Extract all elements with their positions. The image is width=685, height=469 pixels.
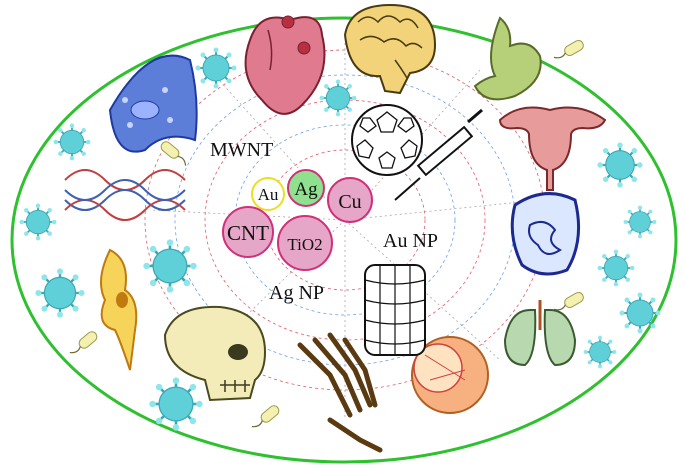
virus-icon bbox=[582, 334, 618, 370]
virus-icon bbox=[52, 122, 92, 162]
virus-icon bbox=[148, 376, 204, 432]
bacterium-icon bbox=[551, 38, 586, 64]
dna-icon bbox=[64, 169, 186, 221]
syringe-icon bbox=[394, 108, 483, 201]
virus-icon bbox=[34, 267, 86, 319]
ag-particle: Ag bbox=[287, 169, 325, 207]
intestine-icon bbox=[510, 192, 581, 276]
virus-icon bbox=[596, 141, 644, 189]
heart-icon bbox=[244, 15, 326, 115]
cell-icon bbox=[108, 54, 198, 153]
cnt-label: CNT bbox=[227, 221, 269, 245]
virus-icon bbox=[142, 238, 198, 294]
virus-icon bbox=[618, 291, 662, 335]
fullerene-icon bbox=[351, 104, 423, 176]
cu-label: Cu bbox=[338, 191, 361, 213]
hand-skeleton-icon bbox=[297, 332, 383, 453]
virus-icon bbox=[318, 78, 358, 118]
eye-icon bbox=[411, 336, 489, 414]
ag-np-label: Ag NP bbox=[269, 282, 324, 304]
cu-particle: Cu bbox=[327, 177, 373, 223]
tio2-particle: TiO2 bbox=[277, 215, 333, 271]
au-label: Au bbox=[258, 185, 279, 204]
ag-label: Ag bbox=[294, 179, 318, 200]
virus-icon bbox=[596, 248, 636, 288]
skull-icon bbox=[163, 305, 267, 402]
cnt-particle: CNT bbox=[222, 206, 274, 258]
au-particle: Au bbox=[251, 177, 285, 211]
uterus-icon bbox=[498, 106, 607, 191]
neuron-icon bbox=[100, 248, 138, 371]
mwnt-label: MWNT bbox=[210, 139, 273, 161]
nanotube-icon bbox=[364, 264, 426, 356]
virus-icon bbox=[194, 46, 238, 90]
virus-icon bbox=[622, 204, 658, 240]
tio2-label: TiO2 bbox=[287, 235, 322, 254]
virus-icon bbox=[18, 202, 58, 242]
brain-icon bbox=[343, 3, 437, 95]
lungs-icon bbox=[503, 300, 577, 367]
au-np-label: Au NP bbox=[383, 230, 438, 252]
stomach-icon bbox=[473, 16, 542, 101]
